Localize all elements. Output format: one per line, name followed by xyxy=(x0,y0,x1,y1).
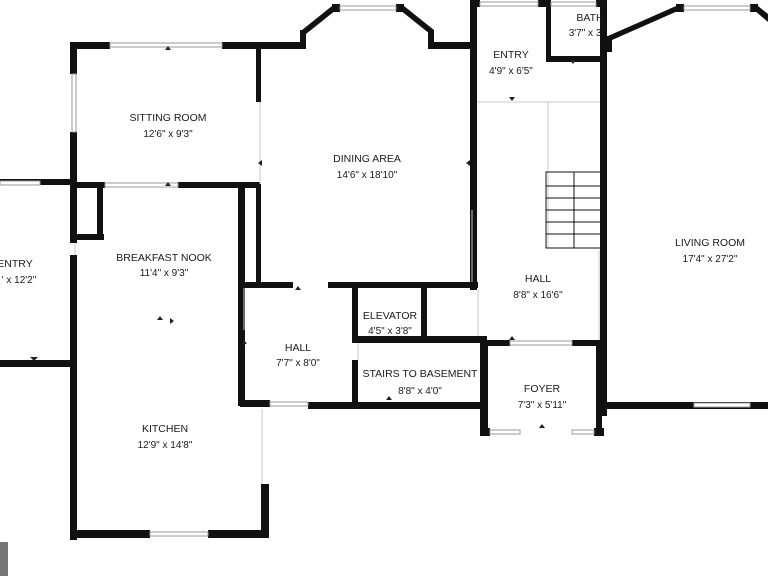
room-name: DINING AREA xyxy=(333,153,401,165)
staircase xyxy=(545,171,603,249)
windows xyxy=(0,1,751,537)
room-name: HALL xyxy=(285,342,311,354)
room-dimensions: 8'8" x 16'6" xyxy=(513,290,563,301)
room-dimensions: 14'6" x 18'10" xyxy=(337,170,398,181)
room-dimensions: 3'7" x 3' xyxy=(569,28,604,39)
room-label-hall-center: HALL 7'7" x 8'0" xyxy=(276,342,320,369)
room-name: BATH xyxy=(576,12,603,24)
door-markers xyxy=(30,46,576,428)
room-name: KITCHEN xyxy=(142,423,188,435)
room-label-bath: BATH 3'7" x 3' xyxy=(569,12,604,39)
room-dimensions: 11'4" x 9'3" xyxy=(140,268,189,279)
room-name: SITTING ROOM xyxy=(130,112,207,124)
room-dimensions: 17'4" x 27'2" xyxy=(683,254,738,265)
room-label-entry-top: ENTRY 4'9" x 6'5" xyxy=(489,49,533,77)
room-dimensions: 7'7" x 8'0" xyxy=(276,358,320,369)
room-label-hall-right: HALL 8'8" x 16'6" xyxy=(513,273,563,301)
room-label-dining-area: DINING AREA 14'6" x 18'10" xyxy=(333,153,401,181)
room-name: ENTRY xyxy=(493,49,528,61)
room-label-entry-left: ENTRY ' x 12'2" xyxy=(0,258,37,286)
room-label-elevator: ELEVATOR 4'5" x 3'8" xyxy=(363,310,418,337)
room-label-kitchen: KITCHEN 12'9" x 14'8" xyxy=(138,423,193,451)
room-label-foyer: FOYER 7'3" x 5'11" xyxy=(518,383,567,411)
room-dimensions: ' x 12'2" xyxy=(2,275,37,286)
room-label-living-room: LIVING ROOM 17'4" x 27'2" xyxy=(675,237,745,265)
room-name: STAIRS TO BASEMENT xyxy=(363,368,479,380)
room-label-breakfast-nook: BREAKFAST NOOK 11'4" x 9'3" xyxy=(116,252,212,279)
room-name: LIVING ROOM xyxy=(675,237,745,249)
room-label-sitting-room: SITTING ROOM 12'6" x 9'3" xyxy=(130,112,207,140)
room-name: ELEVATOR xyxy=(363,310,418,322)
room-dimensions: 12'9" x 14'8" xyxy=(138,440,193,451)
room-name: FOYER xyxy=(524,383,561,395)
room-name: ENTRY xyxy=(0,258,33,270)
room-label-stairs-to-basement: STAIRS TO BASEMENT 8'8" x 4'0" xyxy=(363,368,479,397)
room-name: HALL xyxy=(525,273,551,285)
corner-badge xyxy=(0,542,8,576)
room-dimensions: 4'5" x 3'8" xyxy=(368,326,412,337)
room-dimensions: 8'8" x 4'0" xyxy=(398,386,442,397)
room-dimensions: 12'6" x 9'3" xyxy=(143,129,193,140)
room-name: BREAKFAST NOOK xyxy=(116,252,212,264)
interior-lines xyxy=(74,101,600,484)
room-dimensions: 7'3" x 5'11" xyxy=(518,400,567,411)
walls xyxy=(0,0,768,540)
room-dimensions: 4'9" x 6'5" xyxy=(489,66,533,77)
